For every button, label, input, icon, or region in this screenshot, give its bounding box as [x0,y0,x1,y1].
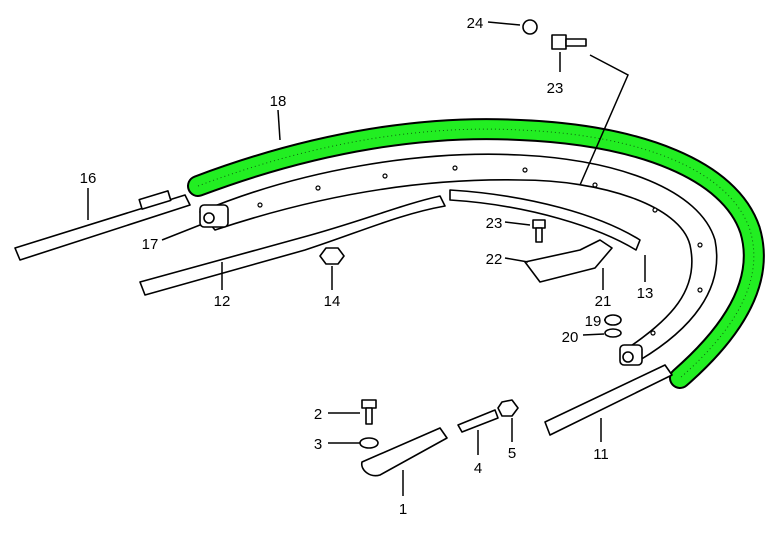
rod-part-16[interactable] [14,190,191,261]
nut-part-24[interactable] [522,19,538,35]
callout-16: 16 [80,170,97,187]
callout-3: 3 [314,436,322,453]
callout-22: 22 [486,251,503,268]
bolt-part-23[interactable] [532,219,546,243]
stud-part-4[interactable] [457,409,499,433]
callout-23-lower: 23 [486,215,503,232]
callout-11: 11 [593,446,609,463]
callout-20: 20 [562,329,579,346]
nut-part-5[interactable] [497,399,519,417]
leader-lines [87,21,646,496]
nut-part-14[interactable] [319,247,345,265]
callout-14: 14 [324,293,341,310]
callout-17: 17 [142,236,159,253]
bracket-part-22[interactable] [524,239,613,283]
callout-1: 1 [399,501,407,518]
callout-2: 2 [314,406,322,423]
callout-12: 12 [214,293,231,310]
callout-23: 23 [547,80,564,97]
seal-part-18[interactable] [187,118,765,389]
callout-5: 5 [508,445,516,462]
callout-13: 13 [637,285,654,302]
bolt-part-23-top[interactable] [551,34,587,50]
frame-part-13[interactable] [199,153,718,366]
strip-part-11[interactable] [544,364,673,436]
strip-part-12[interactable] [139,189,641,296]
callout-4: 4 [474,460,482,477]
callout-19: 19 [585,313,602,330]
cover-part-1[interactable] [360,427,448,477]
washer-part-3[interactable] [359,437,379,449]
callout-18: 18 [270,93,287,110]
callout-24: 24 [467,15,484,32]
screw-part-2[interactable] [361,399,377,425]
callout-21: 21 [595,293,612,310]
nut-part-19[interactable] [604,314,622,326]
washer-part-20[interactable] [604,328,622,338]
